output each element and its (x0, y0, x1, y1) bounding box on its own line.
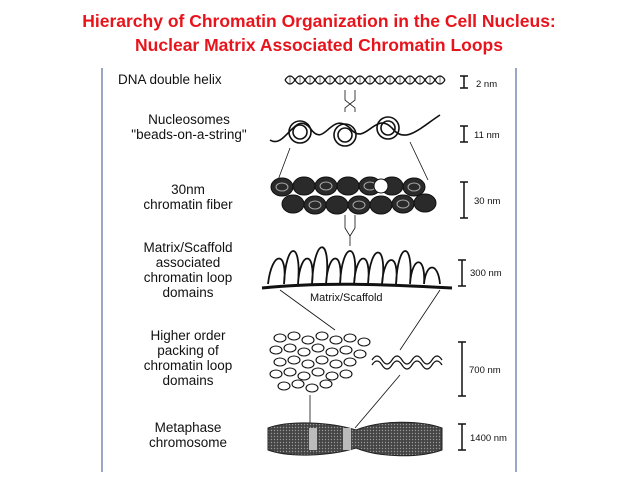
stage-label-dna: DNA double helix (118, 72, 222, 87)
figure-frame (101, 68, 517, 472)
stage-label-30nm-fiber: 30nm chromatin fiber (143, 182, 233, 212)
scale-bars (458, 75, 468, 451)
higher-order-packing (269, 331, 443, 393)
scale-label-1400nm: 1400 nm (470, 433, 507, 444)
title-line-2: Nuclear Matrix Associated Chromatin Loop… (135, 35, 503, 55)
scale-label-11nm: 11 nm (474, 130, 500, 141)
stage-label-higher-order: Higher order packing of chromatin loop d… (143, 328, 233, 388)
30nm-fiber (270, 176, 437, 215)
scale-label-2nm: 2 nm (476, 79, 498, 90)
stage-label-matrix-loops: Matrix/Scaffold associated chromatin loo… (143, 240, 233, 300)
matrix-scaffold-label: Matrix/Scaffold (310, 292, 383, 304)
metaphase-chromosome (267, 421, 443, 457)
chromatin-loops (267, 246, 441, 285)
dna-helix (284, 75, 446, 85)
scale-label-30nm: 30 nm (474, 196, 501, 207)
scale-label-300nm: 300 nm (470, 268, 502, 279)
stage-label-nucleosomes: Nucleosomes "beads-on-a-string" (131, 112, 247, 142)
matrix-scaffold-line (261, 282, 453, 290)
nucleosome-string (269, 114, 441, 147)
title-line-1: Hierarchy of Chromatin Organization in t… (82, 11, 556, 31)
stage-label-metaphase: Metaphase chromosome (148, 420, 228, 450)
scale-label-700nm: 700 nm (469, 365, 501, 376)
